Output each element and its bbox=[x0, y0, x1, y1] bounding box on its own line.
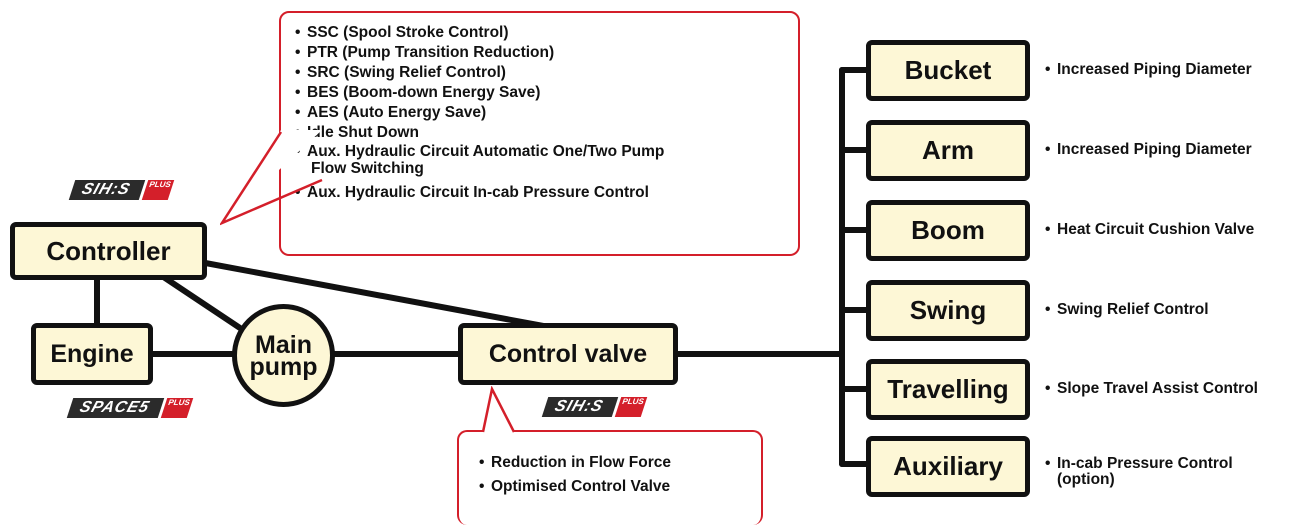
list-item: •SSC (Spool Stroke Control) bbox=[295, 24, 509, 41]
bucket-feature: •Increased Piping Diameter bbox=[1045, 61, 1252, 78]
controller-node: Controller bbox=[10, 222, 207, 280]
auxiliary-feature: •In-cab Pressure Control(option) bbox=[1045, 455, 1233, 488]
bucket-node: Bucket bbox=[866, 40, 1030, 101]
list-item: •BES (Boom-down Energy Save) bbox=[295, 84, 541, 101]
controller-valve-line bbox=[197, 259, 568, 333]
list-item: •PTR (Pump Transition Reduction) bbox=[295, 44, 555, 61]
control-valve-features-callout: •Reduction in Flow Force •Optimised Cont… bbox=[457, 430, 763, 525]
list-item: •AES (Auto Energy Save) bbox=[295, 104, 487, 121]
boom-node: Boom bbox=[866, 200, 1030, 261]
main-pump-node: Main pump bbox=[232, 304, 335, 407]
list-item: •Aux. Hydraulic Circuit Automatic One/Tw… bbox=[295, 143, 665, 177]
list-item: •Aux. Hydraulic Circuit In-cab Pressure … bbox=[295, 184, 649, 201]
list-item: •Reduction in Flow Force bbox=[479, 454, 671, 471]
control-valve-node: Control valve bbox=[458, 323, 678, 385]
list-item: •Optimised Control Valve bbox=[479, 478, 671, 495]
list-item: •Idle Shut Down bbox=[295, 124, 419, 141]
travelling-node: Travelling bbox=[866, 359, 1030, 420]
arm-feature: •Increased Piping Diameter bbox=[1045, 141, 1252, 158]
controller-callout-pointer bbox=[220, 130, 323, 226]
boom-feature: •Heat Circuit Cushion Valve bbox=[1045, 221, 1255, 238]
control-valve-callout-pointer bbox=[481, 386, 516, 433]
list-item: •SRC (Swing Relief Control) bbox=[295, 64, 506, 81]
controller-features-callout: •SSC (Spool Stroke Control) •PTR (Pump T… bbox=[279, 11, 800, 256]
travelling-feature: •Slope Travel Assist Control bbox=[1045, 380, 1258, 397]
connector-lines bbox=[94, 67, 871, 467]
swing-feature: •Swing Relief Control bbox=[1045, 301, 1209, 318]
swing-node: Swing bbox=[866, 280, 1030, 341]
auxiliary-node: Auxiliary bbox=[866, 436, 1030, 497]
arm-node: Arm bbox=[866, 120, 1030, 181]
engine-node: Engine bbox=[31, 323, 153, 385]
